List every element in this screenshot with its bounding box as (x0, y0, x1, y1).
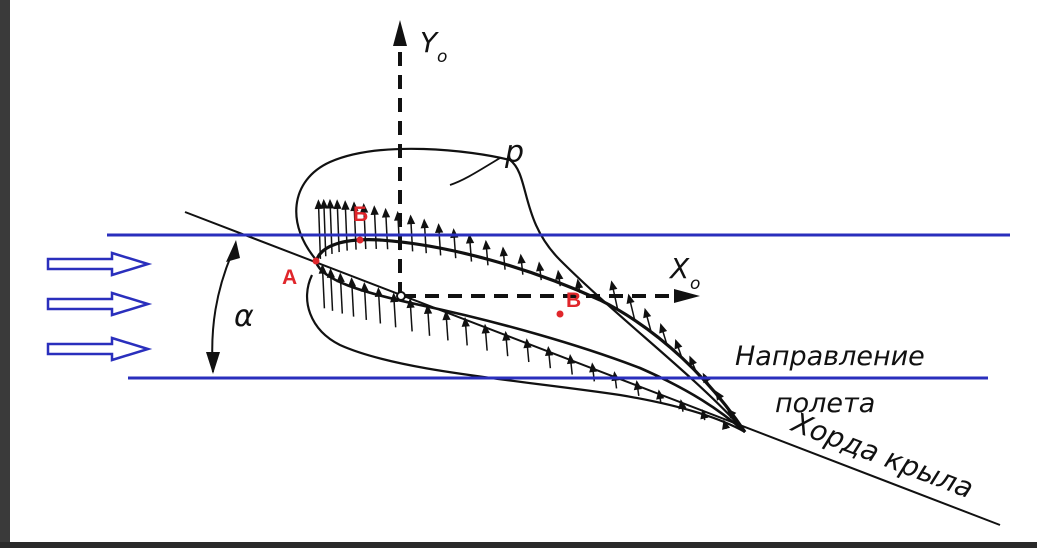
pressure-arrowhead-3 (333, 199, 342, 210)
pressure-arrowhead-16 (499, 246, 508, 257)
pressure-arrowhead-15 (482, 239, 491, 250)
pressure-arrowhead-50 (678, 399, 687, 410)
pressure-arrowhead-19 (555, 269, 564, 280)
pressure-arrowhead-31 (326, 268, 336, 278)
pressure-arrow-0 (317, 201, 322, 259)
pressure-arrow-2 (329, 200, 333, 254)
pressure-arrowhead-35 (374, 287, 383, 297)
pressure-arrowhead-23 (643, 307, 652, 319)
pressure-arrowhead-7 (370, 205, 379, 216)
flow-arrow-1 (46, 251, 153, 277)
pressure-arrowhead-36 (390, 292, 399, 303)
origin-point (396, 291, 406, 301)
airfoil-lower-surface (314, 261, 746, 433)
pressure-arrowhead-37 (406, 298, 415, 309)
pressure-arrowhead-42 (502, 330, 511, 341)
pressure-arrowhead-45 (566, 354, 576, 365)
pressure-arrowhead-6 (359, 203, 369, 213)
flight-direction-label-line1: Направление (735, 341, 925, 372)
point-b-label: Б (353, 203, 368, 226)
pressure-arrowhead-4 (341, 200, 350, 210)
left-border (0, 0, 10, 548)
y-axis-label-subscript: o (437, 47, 447, 67)
pressure-arrowhead-41 (481, 323, 490, 334)
angle-arrowhead-top (226, 240, 240, 262)
pressure-arrowhead-38 (423, 304, 433, 315)
angle-arrowhead-bottom (206, 352, 220, 374)
point-v: В (556, 289, 581, 318)
pressure-label: p (504, 135, 524, 170)
point-a-label: А (282, 266, 297, 289)
x-axis-label-subscript: o (690, 274, 700, 294)
pressure-arrowhead-24 (659, 323, 668, 334)
flow-arrow-2 (46, 291, 153, 317)
pressure-arrowhead-12 (435, 223, 444, 233)
pressure-arrowhead-21 (609, 280, 618, 291)
x-axis-label: X (668, 252, 690, 285)
pressure-arrowhead-26 (689, 355, 697, 367)
pressure-arrow-1 (323, 200, 327, 257)
point-v-label: В (566, 289, 581, 312)
pressure-arrowhead-43 (523, 338, 532, 349)
pressure-arrowhead-39 (442, 310, 451, 321)
pressure-arrowhead-44 (544, 345, 554, 357)
point-a: А (282, 257, 320, 289)
pressure-arrowhead-5 (350, 201, 359, 212)
pressure-arrowhead-40 (461, 316, 470, 327)
pressure-arrowhead-10 (406, 214, 416, 225)
point-a-marker (312, 257, 320, 265)
pressure-arrows (314, 198, 737, 430)
pressure-leader-line (449, 157, 501, 186)
flight-direction-label-line2: полета (775, 388, 875, 419)
y-axis-label: Y (420, 26, 439, 59)
point-b: Б (353, 203, 368, 244)
angle-label: α (234, 299, 254, 334)
pressure-arrowhead-11 (420, 218, 429, 229)
pressure-arrowhead-51 (700, 409, 709, 420)
pressure-arrowhead-30 (318, 263, 327, 274)
pressure-arrowhead-49 (656, 389, 665, 400)
pressure-arrowhead-29 (726, 408, 737, 419)
pressure-arrowhead-20 (574, 278, 584, 289)
upper-pressure-envelope (295, 147, 746, 433)
y-axis-arrowhead (393, 20, 407, 46)
pressure-arrowhead-1 (319, 198, 329, 209)
pressure-arrowhead-33 (347, 277, 357, 287)
chord-label: Хорда крыла (786, 405, 978, 505)
pressure-arrow-4 (344, 201, 348, 251)
x-axis-arrowhead (674, 289, 700, 303)
pressure-arrowhead-0 (314, 199, 323, 210)
pressure-arrowhead-32 (336, 272, 345, 283)
bottom-border (0, 542, 1037, 548)
pressure-arrowhead-22 (626, 293, 635, 304)
point-v-marker (556, 310, 564, 318)
pressure-arrowhead-46 (589, 362, 598, 373)
pressure-arrowhead-18 (536, 261, 545, 272)
pressure-arrowhead-8 (381, 207, 391, 218)
pressure-arrowhead-48 (633, 380, 643, 391)
pressure-arrowhead-28 (715, 390, 724, 401)
pressure-arrowhead-2 (326, 198, 335, 209)
point-b-marker (356, 236, 364, 244)
flow-arrow-3 (46, 336, 153, 362)
pressure-arrowhead-52 (722, 419, 731, 430)
pressure-arrowhead-25 (674, 338, 683, 350)
pressure-arrowhead-34 (360, 281, 369, 292)
pressure-arrowhead-14 (465, 233, 475, 244)
incoming-flow-arrows (46, 251, 153, 362)
pressure-arrow-3 (336, 201, 340, 253)
pressure-arrowhead-17 (517, 253, 526, 264)
